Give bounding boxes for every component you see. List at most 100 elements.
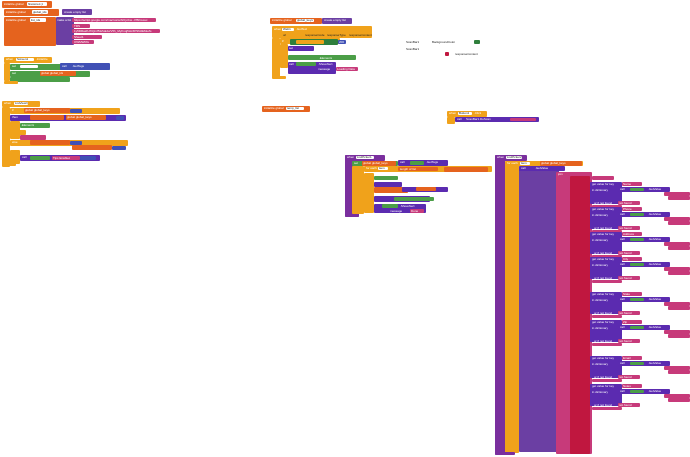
fallback-text[interactable] <box>668 398 690 402</box>
get-global-block-c[interactable] <box>72 145 112 150</box>
tag-block[interactable] <box>80 156 96 160</box>
get-value-for-key-block[interactable] <box>590 292 622 314</box>
get-global-block[interactable] <box>444 167 488 172</box>
tag-text[interactable] <box>664 242 690 246</box>
tiny-dropdown[interactable] <box>630 362 644 365</box>
call-alert-block[interactable] <box>374 204 426 213</box>
not-found-text[interactable] <box>618 201 640 205</box>
create-empty-list-block[interactable] <box>322 18 352 24</box>
not-found-text[interactable] <box>618 226 640 230</box>
not-found-text[interactable] <box>618 276 640 280</box>
global-name-field[interactable] <box>296 19 314 22</box>
fallback-text[interactable] <box>668 370 690 374</box>
fallback-text[interactable] <box>668 334 690 338</box>
length-block[interactable] <box>398 167 438 171</box>
global-name-field[interactable] <box>286 107 304 110</box>
separator-text[interactable] <box>592 379 622 382</box>
component-dropdown[interactable] <box>20 65 38 68</box>
separator-text[interactable] <box>592 230 622 233</box>
tiny-dropdown[interactable] <box>630 213 644 216</box>
get-value-for-key-block[interactable] <box>590 232 622 254</box>
call-getvalue-block[interactable] <box>60 63 110 70</box>
global-name-field[interactable] <box>27 2 47 6</box>
separator-text[interactable] <box>592 343 622 346</box>
get-global-block[interactable] <box>40 71 76 76</box>
get-global-block[interactable] <box>416 187 436 191</box>
set-field[interactable] <box>374 176 398 180</box>
fallback-text[interactable] <box>668 306 690 310</box>
get-value-for-key-block[interactable] <box>590 207 622 229</box>
tag-text[interactable] <box>664 366 690 370</box>
get-global-block-b[interactable] <box>66 115 106 120</box>
component-dropdown[interactable] <box>282 28 294 31</box>
create-empty-list-block[interactable] <box>62 9 92 15</box>
separator-text[interactable] <box>592 315 622 318</box>
component-dropdown[interactable] <box>16 58 34 61</box>
notifier-dropdown[interactable] <box>382 204 398 208</box>
tiny-dropdown[interactable] <box>630 326 644 329</box>
component-dropdown[interactable] <box>14 102 28 105</box>
if-block-b[interactable] <box>10 130 26 135</box>
call-tiny-block[interactable] <box>618 262 670 267</box>
separator-text[interactable] <box>592 255 622 258</box>
get-global-block[interactable] <box>30 140 70 145</box>
notice-text[interactable] <box>336 67 358 71</box>
if-block[interactable] <box>374 187 408 193</box>
call-tiny-block[interactable] <box>618 237 670 242</box>
list-item-text[interactable] <box>72 35 102 39</box>
list-item-text[interactable] <box>72 29 160 33</box>
get-global-block[interactable] <box>540 161 582 166</box>
set-elements-block[interactable] <box>20 123 50 128</box>
global-block-ids[interactable] <box>4 9 59 16</box>
get-value-for-key-block[interactable] <box>590 257 622 279</box>
tiny-dropdown[interactable] <box>630 188 644 191</box>
key-text[interactable] <box>622 232 642 236</box>
item-field[interactable] <box>378 167 388 170</box>
key-text[interactable] <box>622 384 642 388</box>
call-block[interactable] <box>455 117 539 122</box>
key-text[interactable] <box>622 182 642 186</box>
number-block[interactable] <box>112 146 126 150</box>
key-text[interactable] <box>622 292 642 296</box>
list-item-text[interactable] <box>72 24 90 28</box>
separator-text[interactable] <box>592 280 622 283</box>
param-1[interactable] <box>304 32 324 37</box>
eq-block[interactable] <box>70 141 82 145</box>
component-dropdown[interactable] <box>458 112 472 115</box>
tiny-dropdown[interactable] <box>630 298 644 301</box>
call-tiny-block[interactable] <box>618 325 670 330</box>
call-tiny-block[interactable] <box>618 389 670 394</box>
get-value-for-key-block[interactable] <box>590 356 622 378</box>
call-getvalue-block[interactable] <box>519 166 565 171</box>
tag-text[interactable] <box>664 217 690 221</box>
set-block[interactable] <box>288 46 314 51</box>
tag-text[interactable] <box>664 394 690 398</box>
get-value-for-key-block[interactable] <box>590 320 622 342</box>
fallback-text[interactable] <box>668 221 690 225</box>
color-swatch[interactable] <box>474 40 480 44</box>
tag-text[interactable] <box>664 267 690 271</box>
elements-field[interactable] <box>318 56 354 60</box>
get-global-block[interactable] <box>30 115 64 120</box>
item-field[interactable] <box>520 162 530 165</box>
fallback-text[interactable] <box>668 271 690 275</box>
key-text[interactable] <box>592 176 614 180</box>
notice-text[interactable] <box>410 209 424 213</box>
not-found-text[interactable] <box>618 251 640 255</box>
call-tiny-block[interactable] <box>618 212 670 217</box>
global-name-field[interactable] <box>30 18 46 22</box>
get-response[interactable] <box>296 40 324 44</box>
separator-text[interactable] <box>592 205 622 208</box>
make-a-list-block[interactable] <box>56 17 74 45</box>
tiny-dropdown[interactable] <box>630 238 644 241</box>
get-value-for-key-block[interactable] <box>590 182 622 204</box>
key-text[interactable] <box>622 320 642 324</box>
global-name-field[interactable] <box>32 10 48 14</box>
not-found-text[interactable] <box>618 311 640 315</box>
list-item-text[interactable] <box>72 18 156 22</box>
get-value-for-key-block[interactable] <box>590 384 622 406</box>
list-item-text[interactable] <box>72 40 94 44</box>
key-text[interactable] <box>622 257 642 261</box>
eq-block[interactable] <box>70 109 82 113</box>
